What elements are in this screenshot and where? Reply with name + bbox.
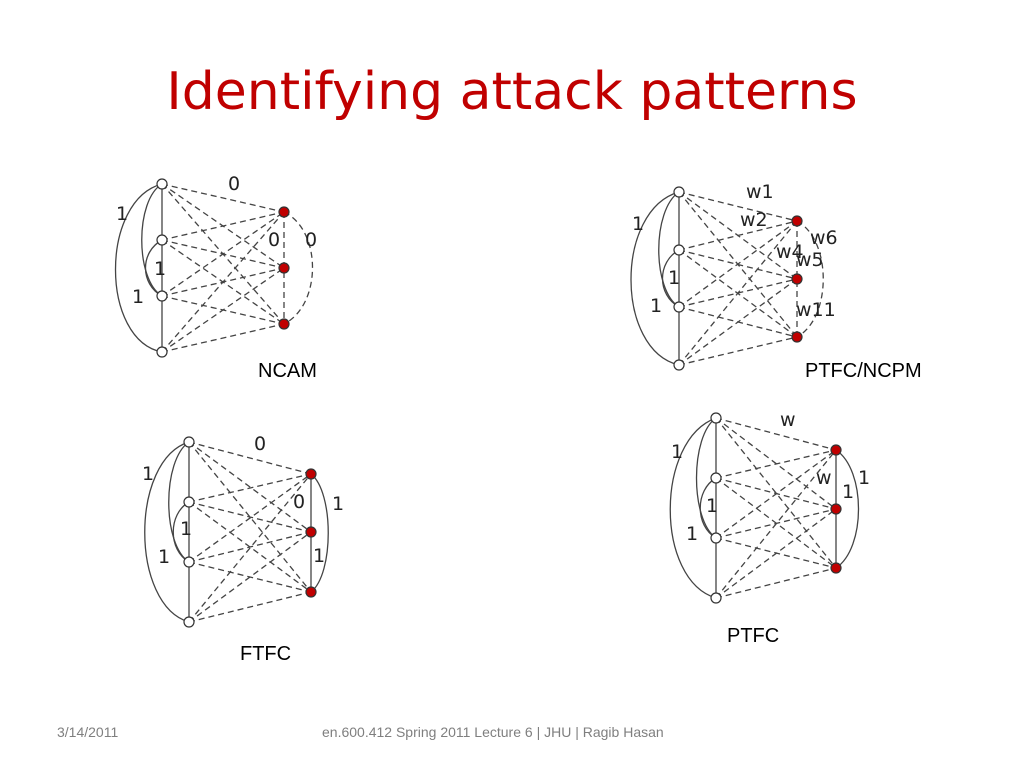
- edge-label: 1: [180, 518, 192, 540]
- edge-label: 1: [116, 203, 128, 225]
- edge-label: w4: [776, 241, 804, 263]
- edge-label: 1: [132, 286, 144, 308]
- edge-label: 1: [332, 493, 344, 515]
- footer-course: en.600.412 Spring 2011 Lecture 6 | JHU |…: [322, 724, 664, 740]
- edge-label: 1: [650, 295, 662, 317]
- ptfc-ncpm-graph: [630, 191, 824, 366]
- edge-label: w6: [810, 227, 838, 249]
- ptfc-labels: w w 1 1 1 1 1: [671, 409, 870, 545]
- ftfc-graph: [144, 441, 329, 623]
- edge-label: 1: [858, 467, 870, 489]
- edge-label: 1: [668, 267, 680, 289]
- edge-label: 1: [706, 495, 718, 517]
- ncam-graph: [115, 183, 313, 353]
- edge-label: w11: [796, 299, 836, 321]
- edge-label: 1: [313, 545, 325, 567]
- ncam-labels: 0 1 1 1 0 0: [116, 173, 317, 308]
- edge-label: 1: [158, 546, 170, 568]
- edge-label: w5: [796, 249, 824, 271]
- ptfc-ncpm-caption: PTFC/NCPM: [805, 360, 922, 382]
- ptfc-ncpm-labels: w1 w2 w6 w4 w5 w11 1 1 1: [632, 181, 838, 321]
- red-nodes: [278, 206, 842, 598]
- ncam-caption: NCAM: [258, 360, 317, 382]
- white-nodes: [156, 178, 722, 628]
- edge-label: w1: [746, 181, 774, 203]
- edge-label: 1: [142, 463, 154, 485]
- edge-label: 0: [268, 229, 280, 251]
- edge-label: 1: [671, 441, 683, 463]
- edge-label: 1: [154, 258, 166, 280]
- ftfc-labels: 0 1 1 1 0 1 1: [142, 433, 344, 568]
- edge-label: w: [780, 409, 796, 431]
- slide-title: Identifying attack patterns: [166, 62, 858, 122]
- edge-label: 1: [842, 481, 854, 503]
- edge-label: 1: [632, 213, 644, 235]
- edge-label: w2: [740, 209, 768, 231]
- edge-label: 0: [254, 433, 266, 455]
- edge-label: 0: [228, 173, 240, 195]
- footer-date: 3/14/2011: [57, 724, 119, 740]
- ftfc-caption: FTFC: [240, 643, 292, 665]
- ptfc-caption: PTFC: [727, 625, 780, 647]
- attack-pattern-diagrams: 0 1 1 1 0 0 w1 w2 w6 w4 w5 w11 1 1 1 0 1…: [115, 173, 870, 628]
- edge-label: 1: [686, 523, 698, 545]
- edge-label: 0: [293, 491, 305, 513]
- edge-label: w: [816, 467, 832, 489]
- edge-label: 0: [305, 229, 317, 251]
- ptfc-graph: [669, 417, 860, 599]
